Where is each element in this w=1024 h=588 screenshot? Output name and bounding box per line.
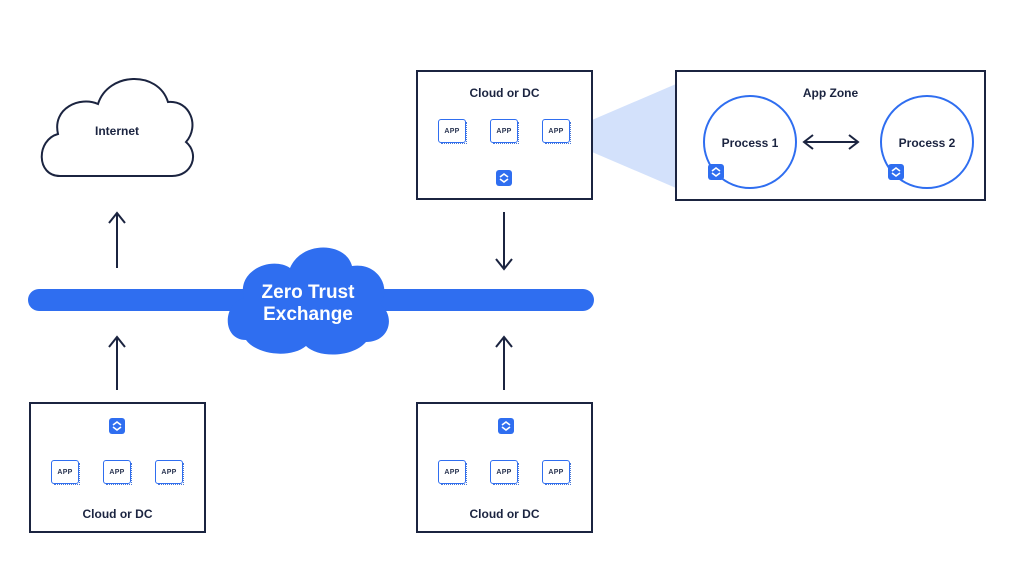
process-1-label: Process 1 (721, 136, 779, 150)
arrow-up-icon (495, 335, 513, 390)
process-1-circle (703, 95, 797, 189)
app-zone-box: App Zone (675, 70, 986, 201)
zte-line-1: Zero Trust (261, 282, 355, 303)
app-zone-title: App Zone (802, 86, 859, 100)
connector-icon (498, 418, 514, 434)
app-icon: APP (490, 119, 520, 145)
app-icon: APP (51, 460, 81, 486)
arrow-down-icon (495, 212, 513, 271)
top-dc-label: Cloud or DC (469, 86, 540, 100)
app-icon: APP (103, 460, 133, 486)
process-2-connector-icon (888, 164, 904, 180)
zte-line-2: Exchange (263, 304, 353, 325)
arrow-up-icon (108, 335, 126, 390)
bottom-left-dc-label: Cloud or DC (82, 507, 153, 521)
internet-cloud-icon (40, 78, 194, 177)
process-2-circle (880, 95, 974, 189)
internet-label: Internet (94, 124, 139, 138)
connector-icon (496, 170, 512, 186)
app-icon: APP (490, 460, 520, 486)
bottom-right-cloud-dc-box: APP APP APP Cloud or DC (416, 402, 593, 533)
process-2-label: Process 2 (898, 136, 956, 150)
top-cloud-dc-box: Cloud or DC APP APP APP (416, 70, 593, 200)
app-icon: APP (438, 119, 468, 145)
bottom-right-dc-label: Cloud or DC (469, 507, 540, 521)
bottom-left-cloud-dc-box: APP APP APP Cloud or DC (29, 402, 206, 533)
zero-trust-exchange-cloud-icon (227, 247, 389, 355)
zoom-projection (592, 84, 676, 188)
app-icon: APP (542, 119, 572, 145)
process-1-connector-icon (708, 164, 724, 180)
double-arrow-icon (802, 134, 860, 150)
app-icon: APP (155, 460, 185, 486)
app-icon: APP (542, 460, 572, 486)
connector-icon (109, 418, 125, 434)
app-icon: APP (438, 460, 468, 486)
zero-trust-exchange-label: Zero Trust Exchange (233, 282, 383, 326)
arrow-up-icon (108, 211, 126, 268)
